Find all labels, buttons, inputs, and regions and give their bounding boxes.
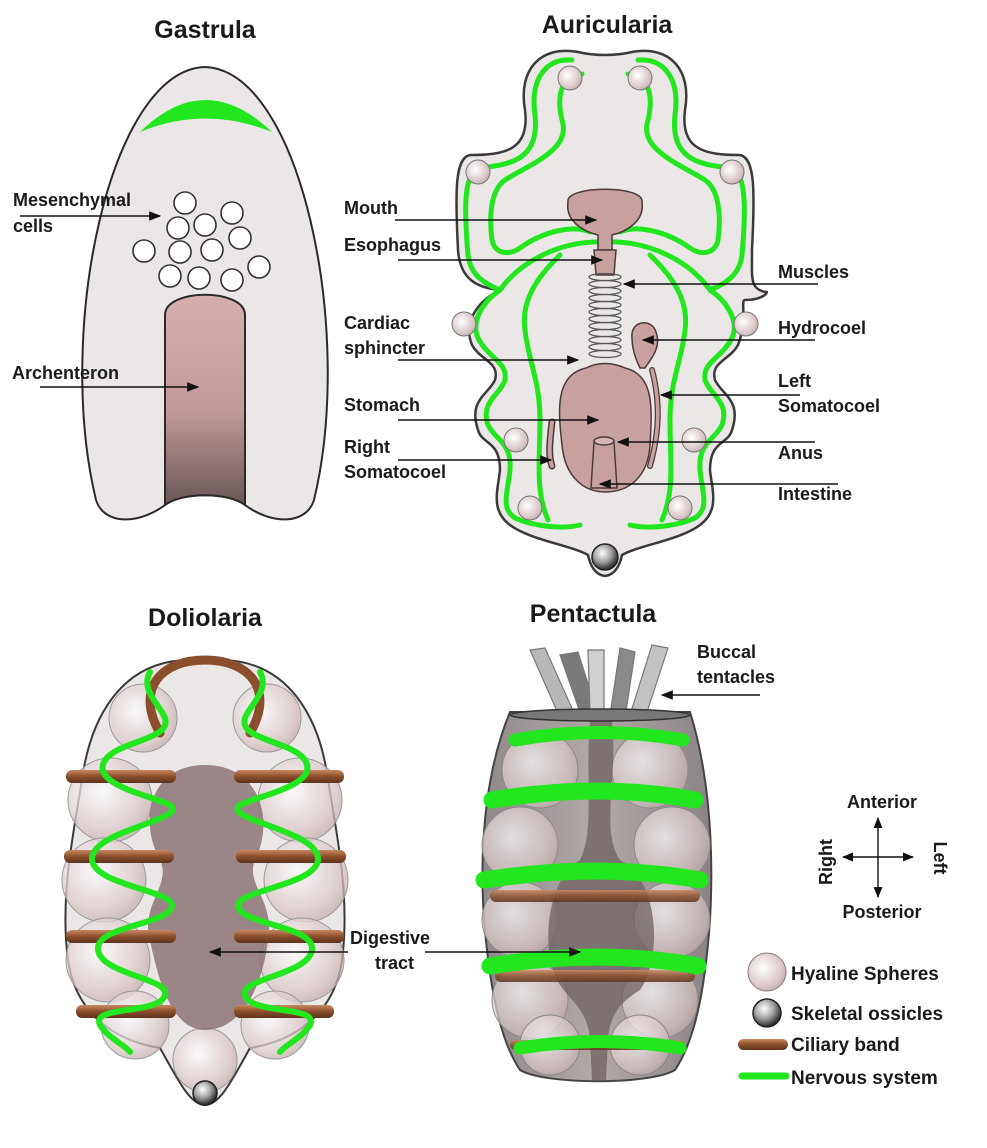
hyaline-sphere — [452, 312, 476, 336]
legend-skeletal-label: Skeletal ossicles — [791, 1004, 943, 1025]
cardiac-label-2: sphincter — [344, 338, 425, 358]
hyaline-sphere — [682, 428, 706, 452]
hyaline-sphere — [668, 496, 692, 520]
mesenchymal-label-1: Mesenchymal — [13, 190, 131, 210]
legend: Hyaline Spheres Skeletal ossicles Ciliar… — [738, 953, 943, 1089]
archenteron-label: Archenteron — [12, 363, 119, 383]
digestive-label-1: Digestive — [350, 928, 430, 948]
ciliary-band — [490, 890, 700, 902]
left-somatocoel-label-1: Left — [778, 371, 811, 391]
mesenchymal-cell — [221, 269, 243, 291]
anus-shape — [594, 437, 614, 445]
nerve-ring — [520, 1042, 680, 1049]
anterior-label: Anterior — [847, 792, 917, 812]
mesenchymal-cell — [221, 202, 243, 224]
right-label: Right — [816, 839, 836, 885]
intestine-shape — [591, 442, 617, 488]
digestive-label-2: tract — [375, 953, 414, 973]
ciliary-band — [66, 770, 176, 783]
nerve-ring — [492, 791, 695, 800]
legend-ciliary-label: Ciliary band — [791, 1035, 900, 1056]
legend-nervous-label: Nervous system — [791, 1068, 938, 1089]
mesenchymal-cell — [194, 214, 216, 236]
hyaline-sphere — [466, 160, 490, 184]
mesenchymal-cell — [169, 241, 191, 263]
mesenchymal-cell — [167, 217, 189, 239]
left-somatocoel-label-2: Somatocoel — [778, 396, 880, 416]
skeletal-ossicle — [193, 1081, 217, 1105]
pentactula-panel: Pentactula — [482, 600, 775, 1081]
auricularia-title: Auricularia — [542, 11, 674, 39]
hyaline-sphere-swatch — [748, 953, 786, 991]
ciliary-band — [64, 850, 174, 863]
esophagus-shape — [594, 250, 616, 275]
left-label: Left — [930, 842, 950, 875]
mesenchymal-cell — [159, 265, 181, 287]
hyaline-sphere — [504, 428, 528, 452]
mesenchymal-cell — [188, 267, 210, 289]
mouth-label: Mouth — [344, 198, 398, 218]
mesenchymal-label-2: cells — [13, 216, 53, 236]
nerve-ring — [490, 957, 698, 966]
buccal-tentacle — [610, 648, 635, 718]
doliolaria-panel: Doliolaria — [62, 604, 348, 1105]
cardiac-label-1: Cardiac — [344, 313, 410, 333]
auricularia-body — [456, 51, 766, 576]
hyaline-sphere — [558, 66, 582, 90]
gastrula-title: Gastrula — [154, 16, 257, 44]
mesenchymal-cell — [133, 240, 155, 262]
intestine-label: Intestine — [778, 484, 852, 504]
posterior-label: Posterior — [842, 902, 921, 922]
hyaline-sphere — [628, 66, 652, 90]
archenteron — [165, 295, 245, 505]
ciliary-band — [495, 970, 695, 982]
hyaline-sphere — [720, 160, 744, 184]
muscles-label: Muscles — [778, 262, 849, 282]
buccal-tentacles — [530, 645, 668, 718]
right-somatocoel-label-1: Right — [344, 437, 390, 457]
orientation-compass: Anterior Posterior Right Left — [816, 792, 950, 922]
nerve-ring — [484, 871, 700, 880]
hyaline-sphere — [518, 496, 542, 520]
nerve-ring — [515, 733, 683, 741]
mesenchymal-cell — [248, 256, 270, 278]
mesenchymal-cell — [229, 227, 251, 249]
pentactula-title: Pentactula — [530, 600, 658, 628]
doliolaria-title: Doliolaria — [148, 604, 263, 632]
hydrocoel-label: Hydrocoel — [778, 318, 866, 338]
legend-hyaline-label: Hyaline Spheres — [791, 964, 939, 985]
buccal-tentacle — [630, 645, 668, 718]
skeletal-ossicle-swatch — [753, 999, 781, 1027]
hyaline-sphere — [734, 312, 758, 336]
esophagus-label: Esophagus — [344, 235, 441, 255]
ciliary-band-swatch — [738, 1039, 788, 1050]
stomach-label: Stomach — [344, 395, 420, 415]
buccal-tentacle — [588, 650, 604, 715]
mesenchymal-cell — [201, 239, 223, 261]
mesenchymal-cell — [174, 192, 196, 214]
buccal-label-1: Buccal — [697, 642, 756, 662]
gastrula-panel: Gastrula Mesenchymal cells Archenteron — [12, 16, 328, 519]
pentactula-oral-rim — [510, 709, 690, 721]
skeletal-ossicle — [592, 544, 618, 570]
anus-label: Anus — [778, 443, 823, 463]
ciliary-band — [236, 850, 346, 863]
auricularia-panel: Auricularia — [344, 11, 880, 576]
ciliary-band — [234, 770, 344, 783]
right-somatocoel-label-2: Somatocoel — [344, 462, 446, 482]
buccal-label-2: tentacles — [697, 667, 775, 687]
